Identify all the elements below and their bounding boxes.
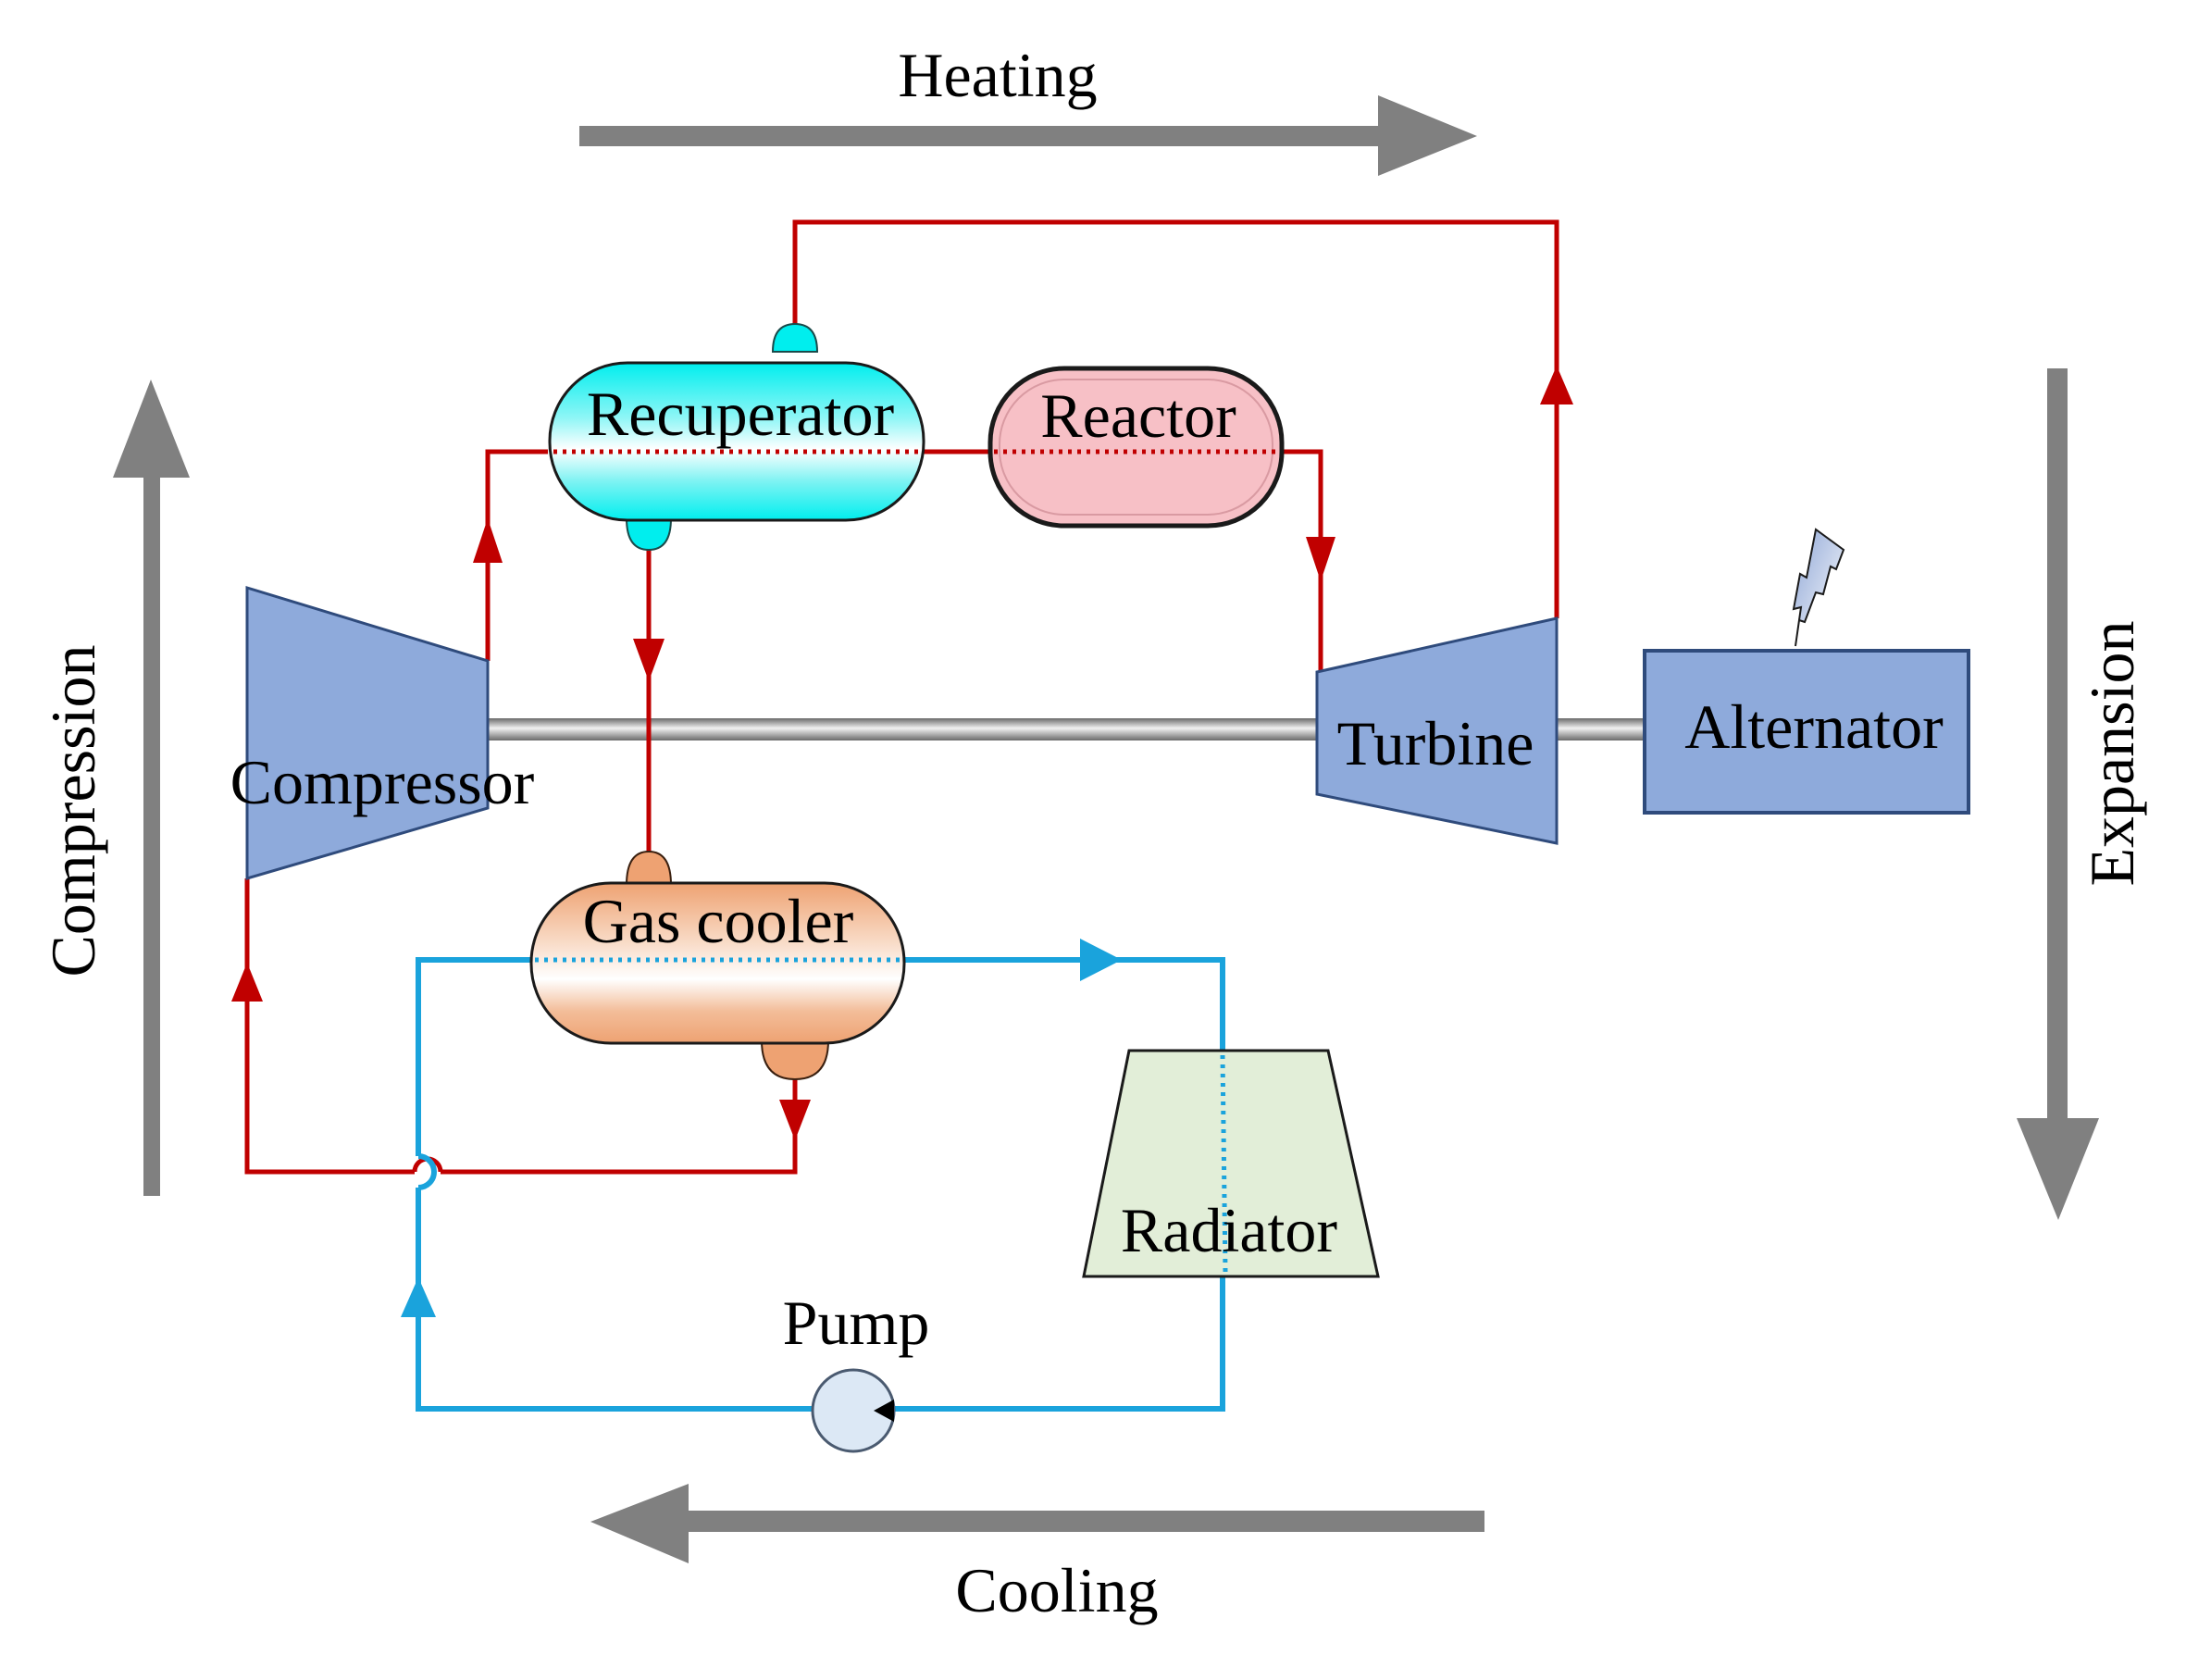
compression-label: Compression — [38, 645, 108, 977]
cold-loop-flow-arrows — [401, 939, 1122, 1317]
expansion-arrow — [2017, 368, 2099, 1220]
turbine-body — [1315, 616, 1559, 845]
lightning-bolt-icon — [1792, 528, 1845, 647]
alternator[interactable]: Alternator — [1643, 649, 1970, 815]
reactor[interactable]: Reactor — [987, 366, 1285, 529]
flow-arrow-up-pump-outlet — [401, 1277, 436, 1317]
pump[interactable] — [811, 1368, 896, 1453]
alternator-body — [1643, 649, 1970, 815]
turbine-label: Turbine — [1337, 708, 1534, 778]
radiator-body — [1082, 1049, 1380, 1278]
flow-arrow-right-gas-cooler-outlet — [1080, 939, 1122, 981]
expansion-label: Expansion — [2077, 620, 2147, 886]
recuperator-label: Recuperator — [587, 379, 895, 449]
recuperator-vessel — [548, 361, 925, 522]
flow-arrow-up-compressor-inlet — [231, 963, 263, 1002]
recuperator-top-nozzle — [771, 322, 819, 353]
cold-loop-piping — [416, 957, 1225, 1412]
heating-arrow — [579, 95, 1477, 176]
compression-arrow — [113, 380, 190, 1196]
flow-arrow-down-recuperator-outlet — [633, 639, 664, 681]
compressor[interactable]: Compressor — [230, 585, 535, 881]
gas-cooler-top-nozzle — [625, 850, 673, 886]
radiator[interactable]: Radiator — [1082, 1049, 1380, 1278]
flow-arrow-up-compressor-outlet — [473, 518, 503, 563]
recuperator[interactable]: Recuperator — [548, 322, 925, 552]
alternator-label: Alternator — [1684, 691, 1944, 762]
cooling-label: Cooling — [955, 1555, 1158, 1625]
turbine[interactable]: Turbine — [1315, 616, 1559, 845]
reactor-label: Reactor — [1040, 380, 1236, 451]
gas-cooler-bottom-nozzle — [760, 1039, 830, 1081]
hot-loop-flow-arrows — [231, 366, 1573, 1140]
compressor-body — [245, 585, 490, 881]
reactor-vessel — [987, 366, 1285, 529]
flow-arrow-down-turbine-inlet — [1306, 537, 1335, 581]
heating-label: Heating — [898, 40, 1097, 110]
radiator-label: Radiator — [1121, 1195, 1338, 1265]
cooling-arrow — [590, 1484, 1484, 1563]
compressor-label: Compressor — [230, 747, 535, 817]
reactor-inner-outline — [999, 379, 1273, 516]
pump-label: Pump — [783, 1288, 930, 1358]
gas-cooler-vessel — [529, 881, 906, 1045]
pump-direction-arrow — [874, 1400, 894, 1422]
gas-cooler-label: Gas cooler — [583, 886, 854, 956]
flow-arrow-down-gas-cooler-outlet — [779, 1100, 811, 1140]
gas-cooler[interactable]: Gas cooler — [529, 850, 906, 1081]
flow-arrow-up-turbine-outlet — [1540, 366, 1573, 404]
recuperator-bottom-nozzle — [625, 517, 673, 552]
